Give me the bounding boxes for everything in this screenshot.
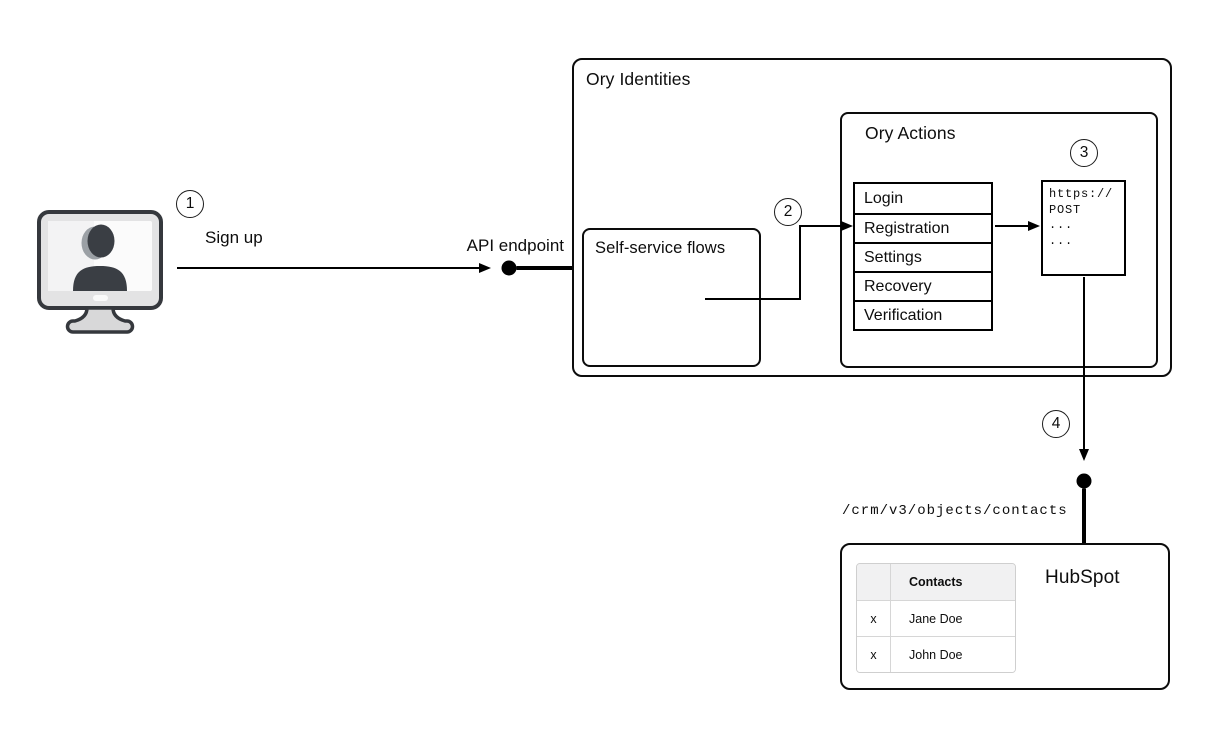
- contacts-row: x Jane Doe: [857, 600, 1015, 636]
- step-number: 3: [1079, 144, 1089, 161]
- monitor-stand: [65, 306, 135, 334]
- flow-row-registration: Registration: [855, 213, 991, 242]
- contact-name-cell: John Doe: [909, 647, 963, 662]
- contacts-header-action-cell: [857, 564, 891, 600]
- sign-up-label: Sign up: [205, 228, 263, 247]
- crm-path-label: /crm/v3/objects/contacts: [842, 503, 1068, 519]
- flow-row-recovery: Recovery: [855, 271, 991, 300]
- flow-row-verification: Verification: [855, 300, 991, 329]
- api-endpoint-node: [501, 260, 572, 276]
- flow-row-settings: Settings: [855, 242, 991, 271]
- monitor-button: [93, 295, 108, 301]
- endpoint-dot-icon: [1076, 473, 1092, 489]
- step-badge-4: 4: [1042, 410, 1070, 438]
- code-line: ...: [1049, 233, 1074, 248]
- step-number: 2: [783, 203, 793, 220]
- step-badge-3: 3: [1070, 139, 1098, 167]
- contacts-table: Contacts x Jane Doe x John Doe: [856, 563, 1016, 673]
- flow-list: Login Registration Settings Recovery Ver…: [853, 182, 993, 331]
- contact-name-cell: Jane Doe: [909, 611, 963, 626]
- user-computer-icon: [37, 210, 163, 334]
- hubspot-box: [840, 543, 1170, 690]
- contacts-table-header-row: Contacts: [857, 564, 1015, 600]
- step-badge-1: 1: [176, 190, 204, 218]
- ory-actions-title: Ory Actions: [865, 123, 956, 143]
- ory-identities-title: Ory Identities: [586, 69, 691, 89]
- contact-action-cell: x: [857, 601, 891, 636]
- code-line: https://: [1049, 187, 1114, 201]
- step-badge-2: 2: [774, 198, 802, 226]
- endpoint-dot-icon: [501, 260, 517, 276]
- step-number: 1: [185, 195, 195, 212]
- step-number: 4: [1051, 415, 1061, 432]
- contact-action-cell: x: [857, 637, 891, 672]
- contacts-header-label: Contacts: [909, 575, 963, 589]
- hubspot-title: HubSpot: [1045, 567, 1120, 588]
- api-endpoint-label: API endpoint: [466, 236, 564, 255]
- self-service-flows-title: Self-service flows: [595, 239, 726, 257]
- webhook-request-box: https:// POST ... ...: [1041, 180, 1126, 276]
- ory-identities-box: [572, 58, 1172, 377]
- contacts-row: x John Doe: [857, 636, 1015, 672]
- code-line: ...: [1049, 218, 1074, 233]
- code-line: POST: [1049, 202, 1082, 217]
- person-silhouette-icon: [73, 224, 127, 291]
- flow-row-login: Login: [855, 184, 991, 213]
